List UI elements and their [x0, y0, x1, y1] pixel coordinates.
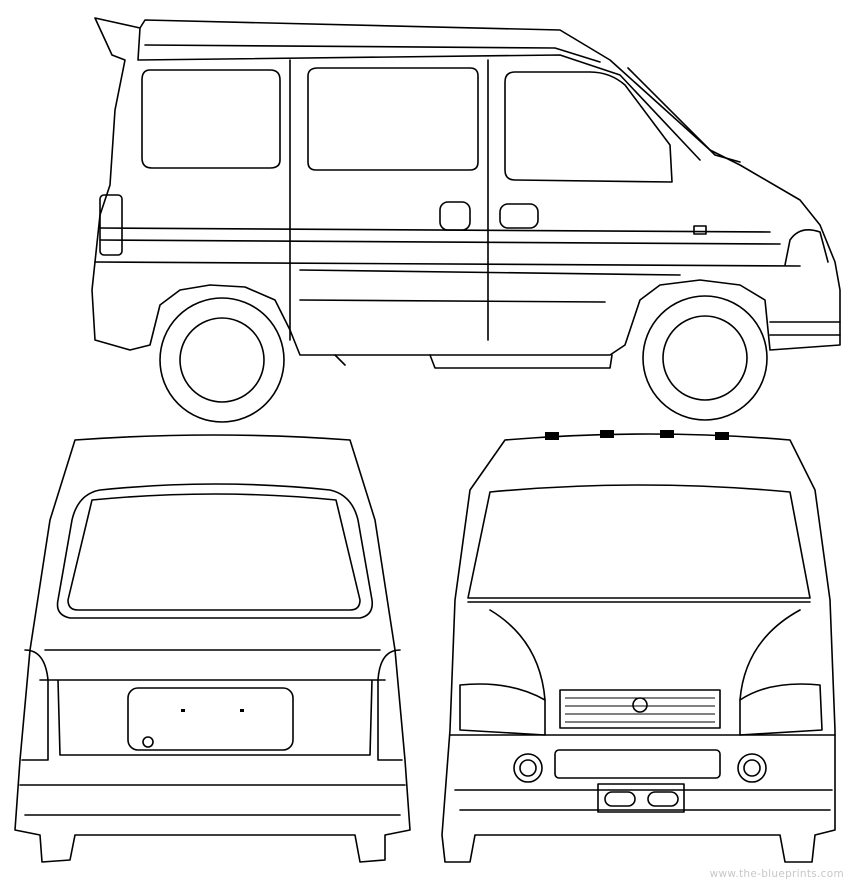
- side-window-rear: [141, 69, 281, 169]
- front-body-outline: [441, 433, 836, 863]
- front-grille: [559, 689, 721, 729]
- rear-body-outline: [14, 434, 411, 863]
- front-license-plate: [597, 783, 685, 813]
- side-front-wheel: [642, 295, 768, 421]
- rear-window: [56, 483, 374, 619]
- front-view: [441, 430, 836, 863]
- side-window-front: [504, 71, 673, 183]
- rear-view: [14, 434, 411, 863]
- side-body-outline: [91, 17, 841, 356]
- rear-license-plate: [127, 687, 294, 751]
- windshield: [467, 484, 811, 599]
- side-rear-wheel: [159, 297, 285, 423]
- watermark: www.the-blueprints.com: [709, 868, 844, 880]
- fog-light-right: [737, 753, 767, 783]
- side-window-middle: [307, 67, 479, 171]
- side-view: [91, 17, 841, 423]
- fog-light-left: [513, 753, 543, 783]
